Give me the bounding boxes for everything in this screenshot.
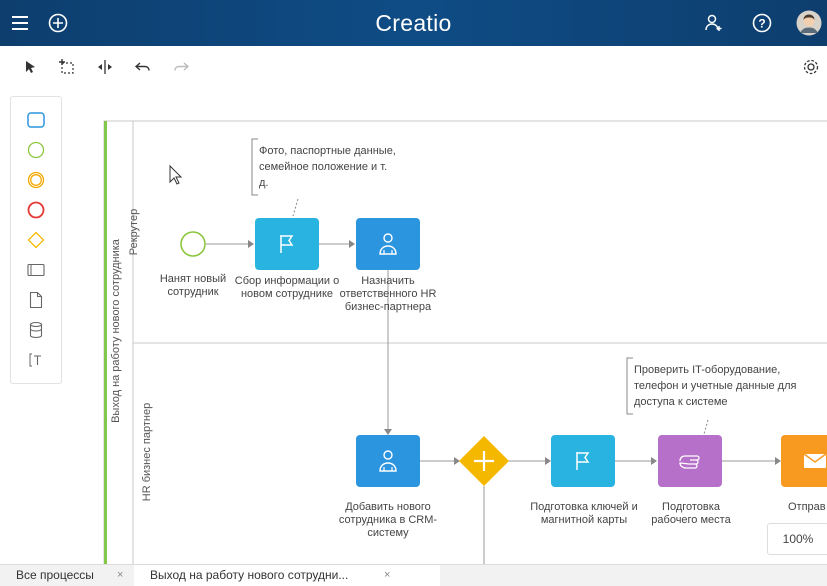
annotation-note[interactable]: Проверить IT-оборудование, телефон и уче…	[634, 364, 797, 408]
designer-toolbar	[0, 46, 827, 86]
settings-icon[interactable]	[800, 56, 822, 78]
annotation-note[interactable]: Фото, паспортные данные, семейное положе…	[259, 145, 396, 189]
flag-icon	[576, 452, 590, 470]
email-icon	[803, 453, 826, 468]
task-collect-info[interactable]	[255, 218, 319, 270]
task-collect-info-label: Сбор информации о новом сотруднике	[234, 275, 340, 300]
redo-icon[interactable]	[170, 56, 192, 78]
pool-label[interactable]: Выход на работу нового сотрудника	[110, 239, 122, 423]
close-icon[interactable]: ×	[384, 569, 391, 581]
lasso-select-icon[interactable]	[56, 56, 78, 78]
user-add-icon[interactable]	[700, 9, 728, 37]
parallel-gateway[interactable]	[458, 435, 510, 487]
task-shape-icon[interactable]	[25, 109, 47, 131]
task-send-email-label: Отправ	[788, 501, 826, 513]
pointer-icon[interactable]	[20, 56, 42, 78]
tab-onboarding-process[interactable]: Выход на работу нового сотрудни...	[134, 565, 440, 586]
task-prepare-workplace-label: Подготовка рабочего места	[651, 501, 731, 526]
tab-all-processes[interactable]: Все процессы	[0, 565, 134, 586]
plus-circle-icon[interactable]	[44, 9, 72, 37]
undo-icon[interactable]	[132, 56, 154, 78]
tab-label: Все процессы	[16, 568, 94, 582]
element-palette	[10, 96, 62, 384]
start-event-label: Нанят новый сотрудник	[159, 273, 227, 298]
task-send-email[interactable]	[781, 435, 827, 487]
top-bar: Creatio ?	[0, 0, 827, 46]
manual-task-icon	[679, 455, 700, 469]
creatio-logo: Creatio	[375, 10, 452, 36]
task-add-employee-label: Добавить нового сотрудника в CRM-систему	[338, 501, 438, 539]
intermediate-event-icon[interactable]	[25, 169, 47, 191]
tab-label: Выход на работу нового сотрудни...	[150, 568, 349, 582]
avatar[interactable]	[795, 9, 823, 37]
user-task-icon	[379, 233, 397, 255]
task-prepare-workplace[interactable]	[658, 435, 722, 487]
process-tabs: Все процессы × Выход на работу нового со…	[0, 564, 827, 586]
task-add-employee[interactable]	[356, 435, 420, 487]
annotation-icon[interactable]	[25, 349, 47, 371]
data-store-icon[interactable]	[25, 319, 47, 341]
start-event-icon[interactable]	[25, 139, 47, 161]
end-event-icon[interactable]	[25, 199, 47, 221]
svg-text:?: ?	[758, 17, 765, 31]
diagram-canvas[interactable]: Выход на работу нового сотрудника Рекрут…	[0, 86, 827, 564]
flag-icon	[280, 235, 294, 253]
close-icon[interactable]: ×	[117, 569, 124, 581]
data-object-icon[interactable]	[25, 289, 47, 311]
zoom-level[interactable]: 100%	[767, 523, 827, 555]
space-tool-icon[interactable]	[94, 56, 116, 78]
task-assign-hr[interactable]	[356, 218, 420, 270]
lane-label-recruiter[interactable]: Рекрутер	[128, 208, 140, 256]
hamburger-menu-icon[interactable]	[6, 9, 34, 37]
user-task-icon	[379, 450, 397, 472]
task-prepare-keys[interactable]	[551, 435, 615, 487]
task-prepare-keys-label: Подготовка ключей и магнитной карты	[530, 501, 638, 526]
help-icon[interactable]: ?	[748, 9, 776, 37]
task-assign-hr-label: Назначить ответственного HR бизнес-партн…	[339, 275, 437, 313]
lane-label-hr-partner[interactable]: HR бизнес партнер	[141, 402, 153, 502]
diagram-connectors	[103, 120, 827, 564]
subprocess-icon[interactable]	[25, 259, 47, 281]
gateway-icon[interactable]	[25, 229, 47, 251]
